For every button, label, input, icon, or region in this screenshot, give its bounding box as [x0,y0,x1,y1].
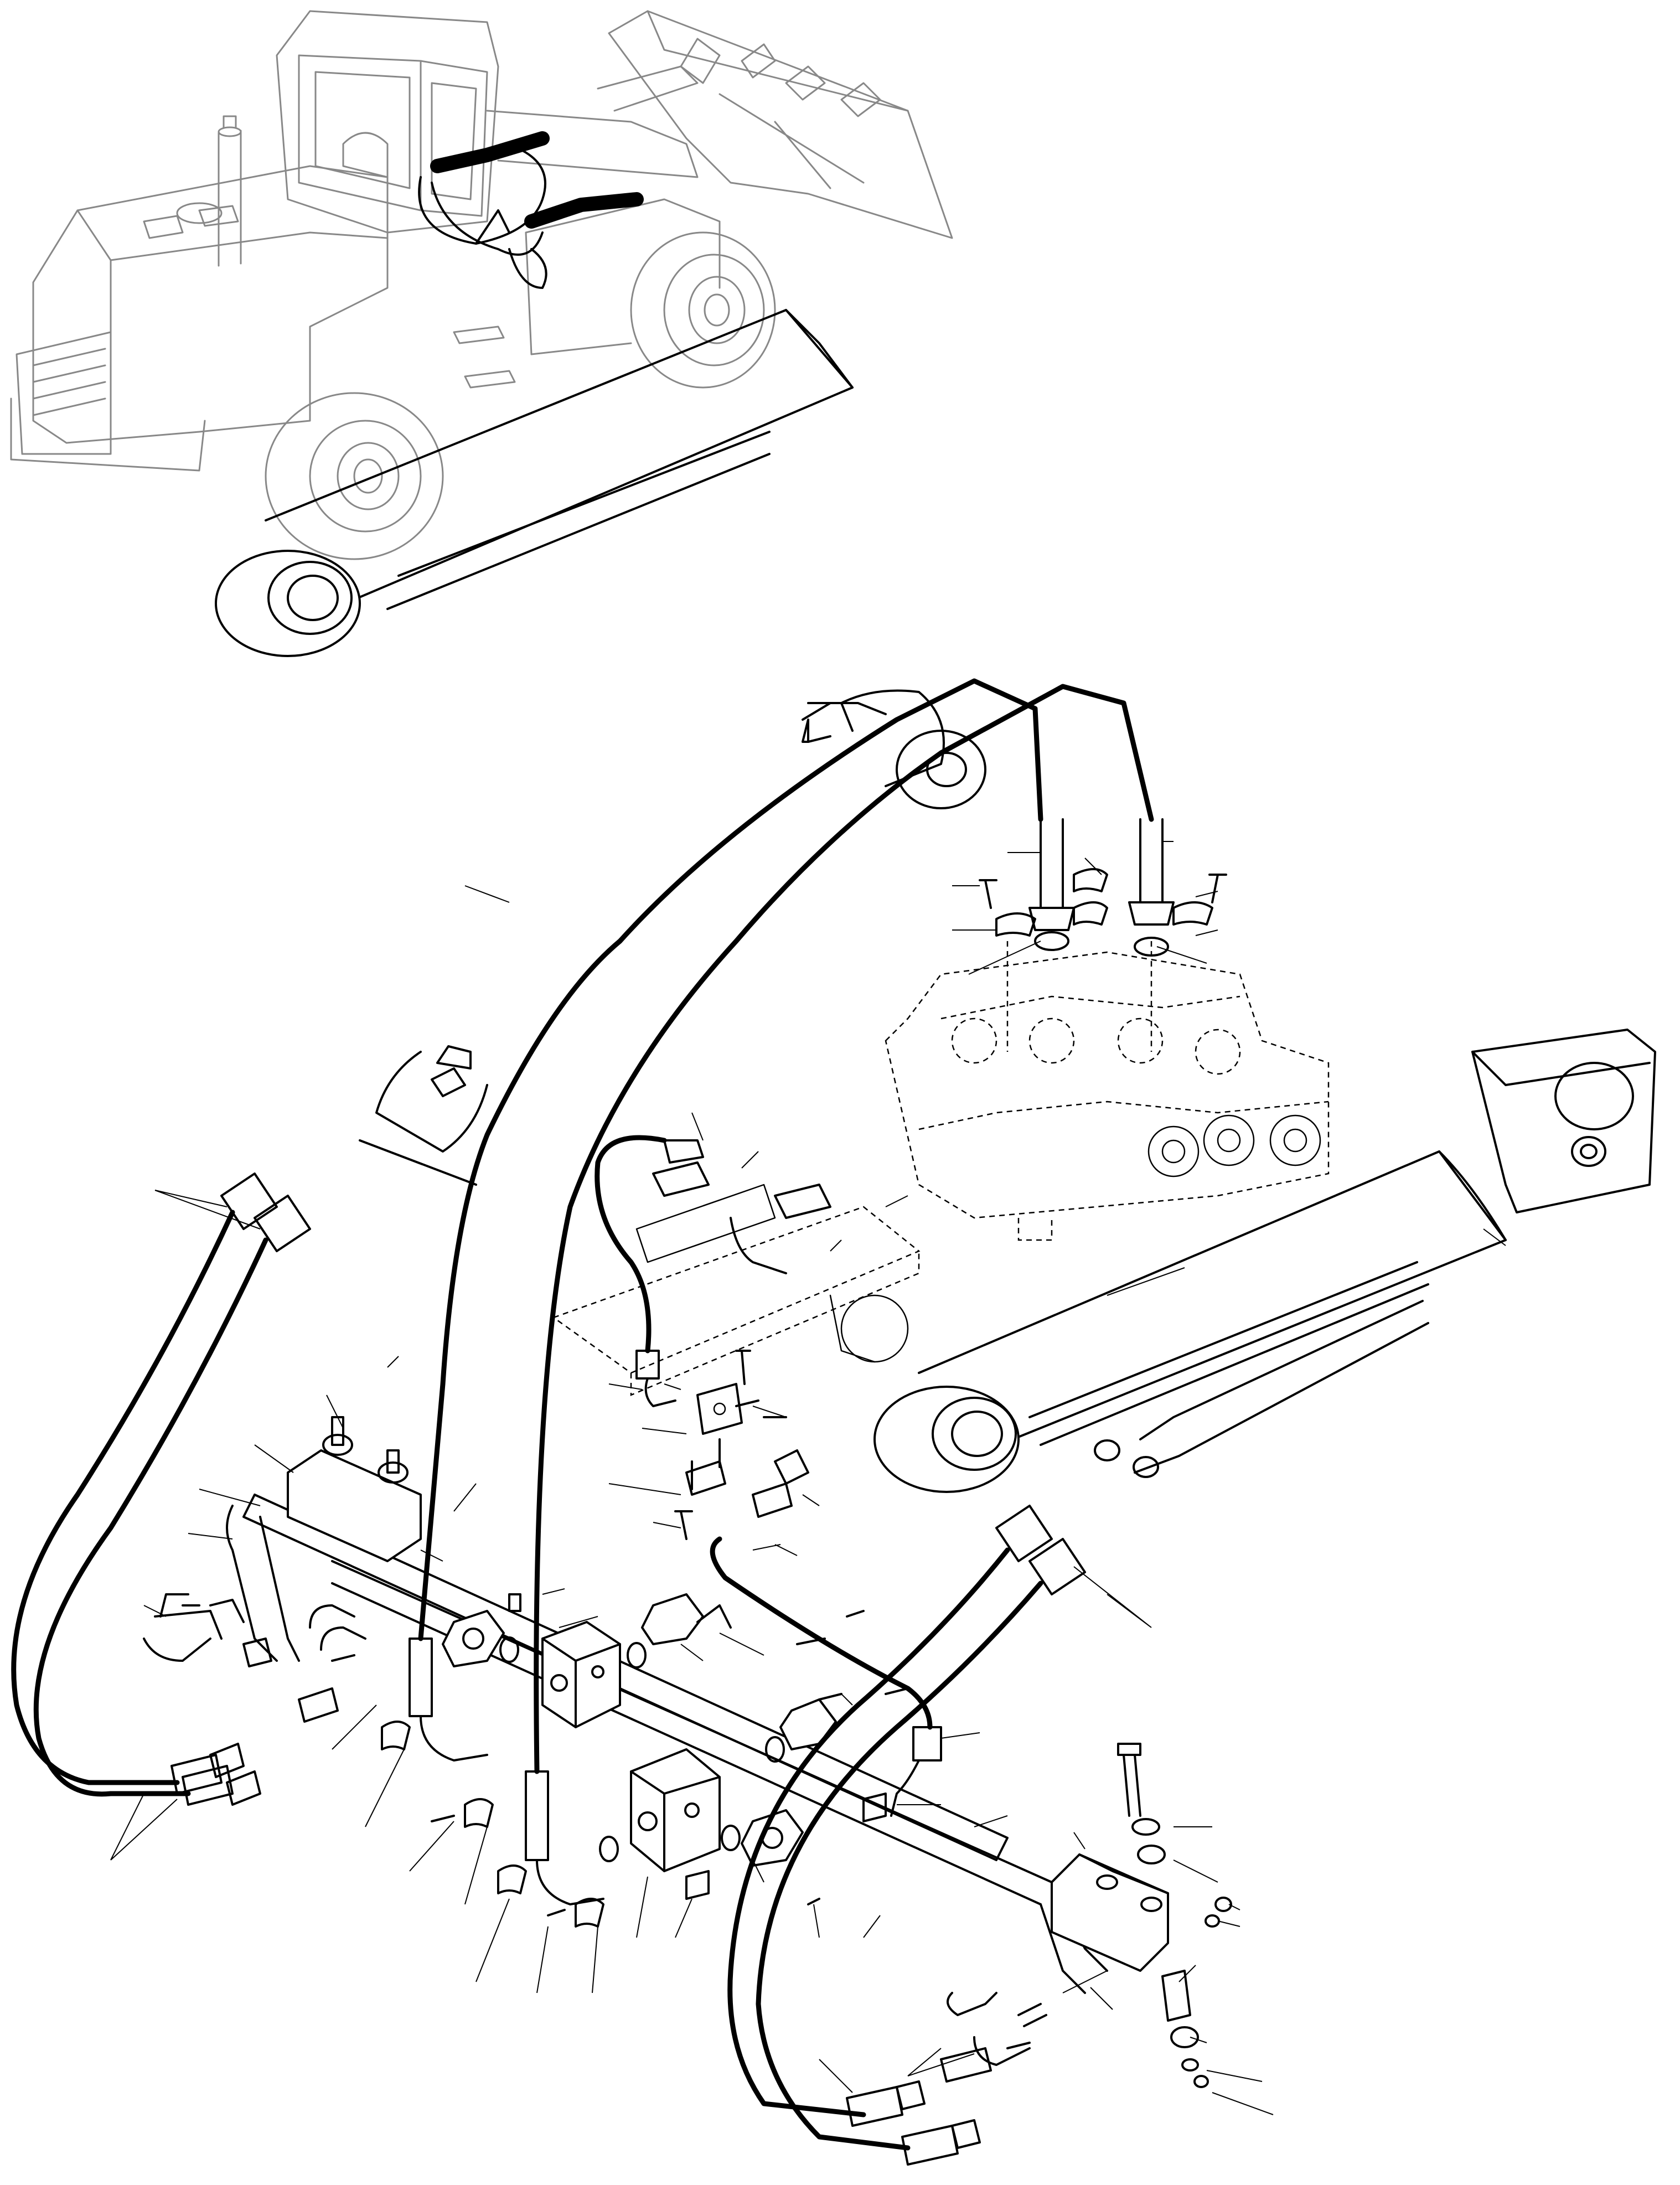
pilot-hose [595,1135,942,1817]
left-cylinder-rod-eye [802,702,887,743]
right-bracket-cluster [940,1743,1232,2088]
pilot-valve-plate [552,1161,921,1396]
control-valve [885,941,1330,1241]
pilot-valve-parts [674,1350,809,1540]
left-clamp-cluster [143,1593,355,1723]
leader-lines [110,841,1506,2115]
pipe-assembly [226,1416,1108,1994]
main-hoses [11,678,1154,2166]
valve-flange-connectors [979,818,1227,957]
right-lift-cylinder [873,1029,1656,1493]
wheel-loader-overview [10,10,953,560]
left-lift-cylinder [215,309,986,1186]
